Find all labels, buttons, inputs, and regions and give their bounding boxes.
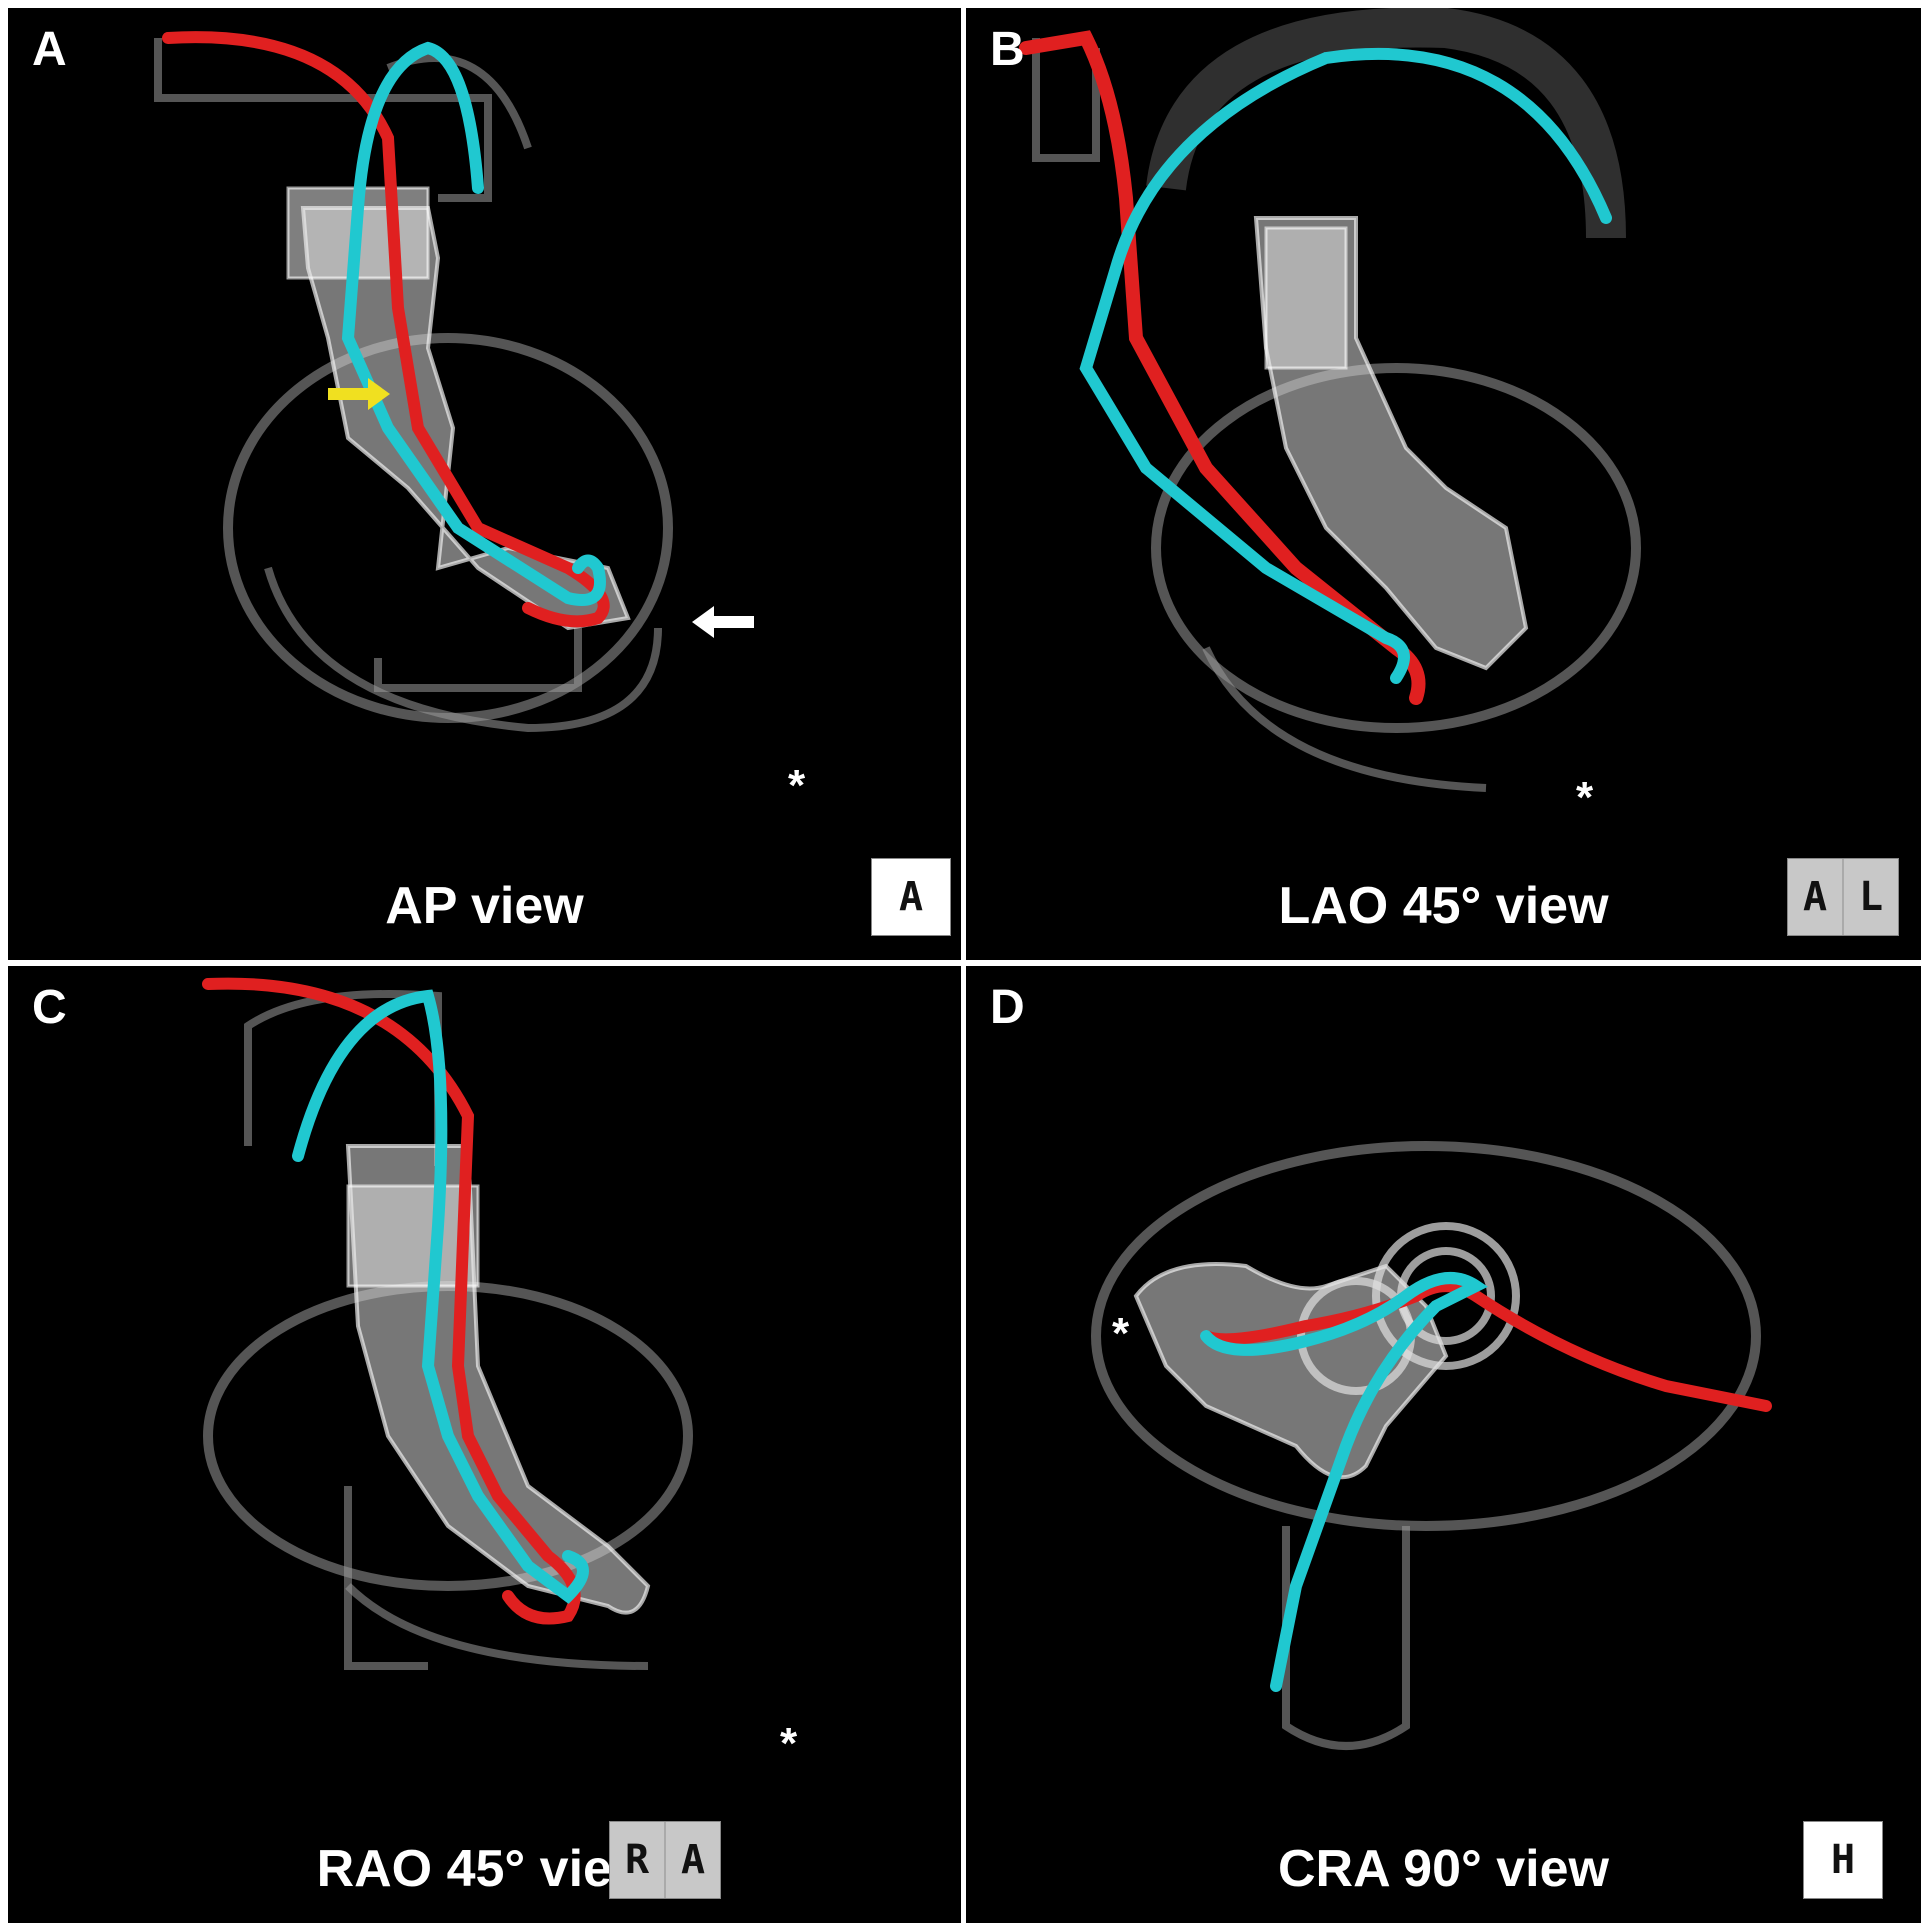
apex-asterisk: *	[1576, 773, 1594, 822]
orientation-label: A	[1788, 859, 1842, 935]
panel-c-caption: RAO 45° view	[316, 1840, 653, 1898]
orientation-cube-a: A	[871, 858, 951, 936]
heart-render-cra	[1091, 1141, 1772, 1750]
panel-b-caption: LAO 45° view	[1278, 877, 1609, 935]
panel-b-label: B	[990, 23, 1025, 76]
panel-d-caption: CRA 90° view	[1278, 1840, 1609, 1898]
apex-asterisk: *	[780, 1719, 798, 1768]
panel-b: B * LAO 45° view A L	[966, 8, 1921, 960]
panel-a-label: A	[32, 23, 67, 76]
panel-d: D * CRA 90° view H	[966, 966, 1921, 1923]
orientation-label: A	[664, 1822, 720, 1898]
panel-c: C * RAO 45° view R A	[8, 966, 961, 1923]
heart-render-rao	[202, 977, 693, 1670]
orientation-label: A	[872, 859, 950, 935]
orientation-label: R	[610, 1822, 664, 1898]
apex-asterisk: *	[1112, 1309, 1130, 1358]
orientation-cube-c: R A	[609, 1821, 721, 1899]
white-arrow-icon	[692, 606, 754, 638]
panel-c-label: C	[32, 981, 67, 1034]
panel-a: A * AP view A	[8, 8, 961, 960]
panel-a-caption: AP view	[385, 877, 584, 935]
heart-render-lao	[1019, 8, 1641, 792]
orientation-label: L	[1842, 859, 1898, 935]
orientation-label: H	[1804, 1822, 1882, 1898]
heart-render-ap	[154, 31, 673, 733]
orientation-cube-b: A L	[1787, 858, 1899, 936]
yellow-arrow-icon	[328, 378, 390, 410]
orientation-cube-d: H	[1803, 1821, 1883, 1899]
apex-asterisk: *	[788, 761, 806, 810]
panel-d-label: D	[990, 981, 1025, 1034]
